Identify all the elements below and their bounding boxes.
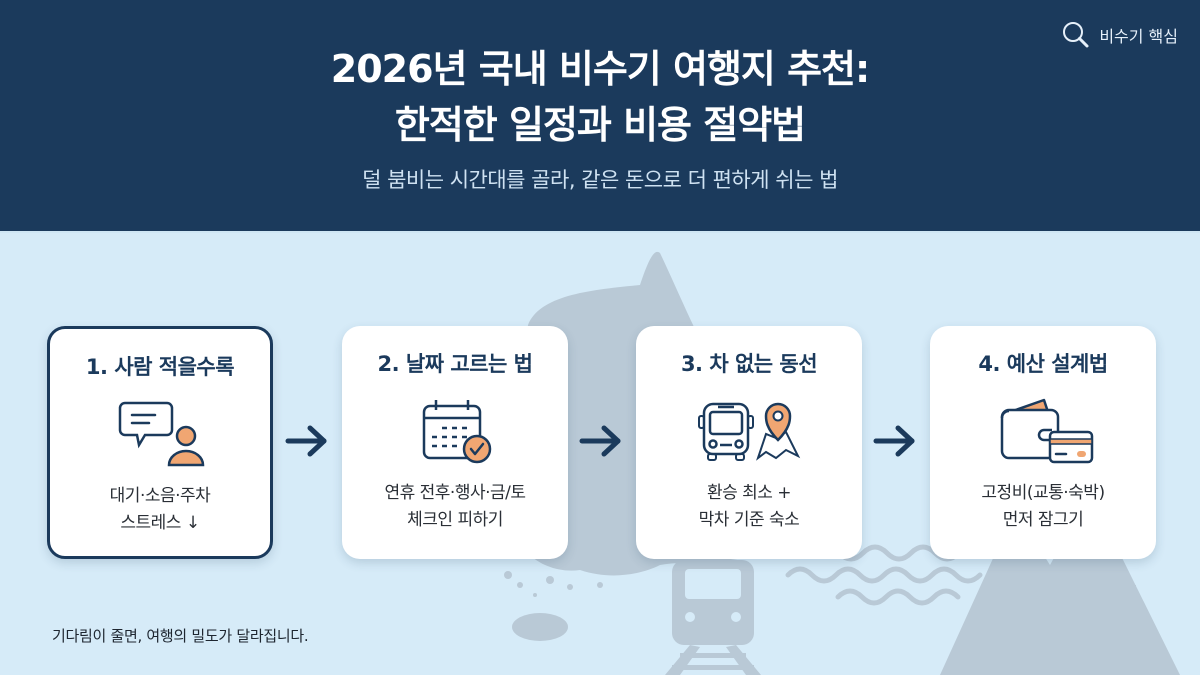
train-silhouette — [665, 560, 761, 675]
page-subtitle: 덜 붐비는 시간대를 골라, 같은 돈으로 더 편하게 쉬는 법 — [362, 168, 838, 192]
step-card-4[interactable]: 4. 예산 설계법 고정비(교통·숙박) 먼저 잠그기 — [930, 326, 1156, 559]
page-title-line2: 한적한 일정과 비용 절약법 — [394, 103, 806, 147]
step-desc-line1: 고정비(교통·숙박) — [981, 483, 1105, 503]
key-point-badge: 비수기 핵심 — [1061, 20, 1178, 50]
step-desc-line1: 연휴 전후·행사·금/토 — [384, 483, 526, 503]
step-desc-line2: 스트레스 ↓ — [120, 513, 200, 533]
footer-note: 기다림이 줄면, 여행의 밀도가 달라집니다. — [52, 627, 309, 645]
step-desc-line2: 막차 기준 숙소 — [698, 510, 800, 530]
jeju-island-silhouette — [512, 613, 568, 641]
bus-map-pin-icon — [698, 402, 801, 461]
step-desc-line1: 대기·소음·주차 — [109, 486, 211, 506]
page-title-line1: 2026년 국내 비수기 여행지 추천: — [330, 47, 870, 91]
chat-person-icon — [118, 401, 205, 467]
header-banner: 2026년 국내 비수기 여행지 추천: 한적한 일정과 비용 절약법 덜 붐비… — [0, 0, 1200, 233]
calendar-check-icon — [422, 400, 492, 464]
step-title: 2. 날짜 고르는 법 — [377, 352, 533, 376]
step-card-3[interactable]: 3. 차 없는 동선 환승 최소 + 막차 기준 숙소 — [636, 326, 862, 559]
search-icon — [1063, 22, 1089, 48]
wallet-card-icon — [1000, 398, 1094, 464]
step-desc-line1: 환승 최소 + — [706, 483, 792, 503]
step-desc-line2: 체크인 피하기 — [407, 510, 503, 530]
step-title: 3. 차 없는 동선 — [680, 352, 818, 376]
step-title: 1. 사람 적을수록 — [85, 355, 235, 379]
arrow-right-icon — [579, 425, 621, 457]
step-card-2[interactable]: 2. 날짜 고르는 법 연휴 전후·행사·금/토 체크인 피하기 — [342, 326, 568, 559]
step-title: 4. 예산 설계법 — [978, 352, 1108, 376]
tower-silhouette — [1100, 585, 1162, 675]
arrow-right-icon — [285, 425, 327, 457]
step-desc-line2: 먼저 잠그기 — [1002, 510, 1084, 530]
step-card-1[interactable]: 1. 사람 적을수록 대기·소음·주차 스트레스 ↓ — [47, 326, 273, 559]
badge-label: 비수기 핵심 — [1099, 27, 1178, 46]
arrow-right-icon — [873, 425, 915, 457]
